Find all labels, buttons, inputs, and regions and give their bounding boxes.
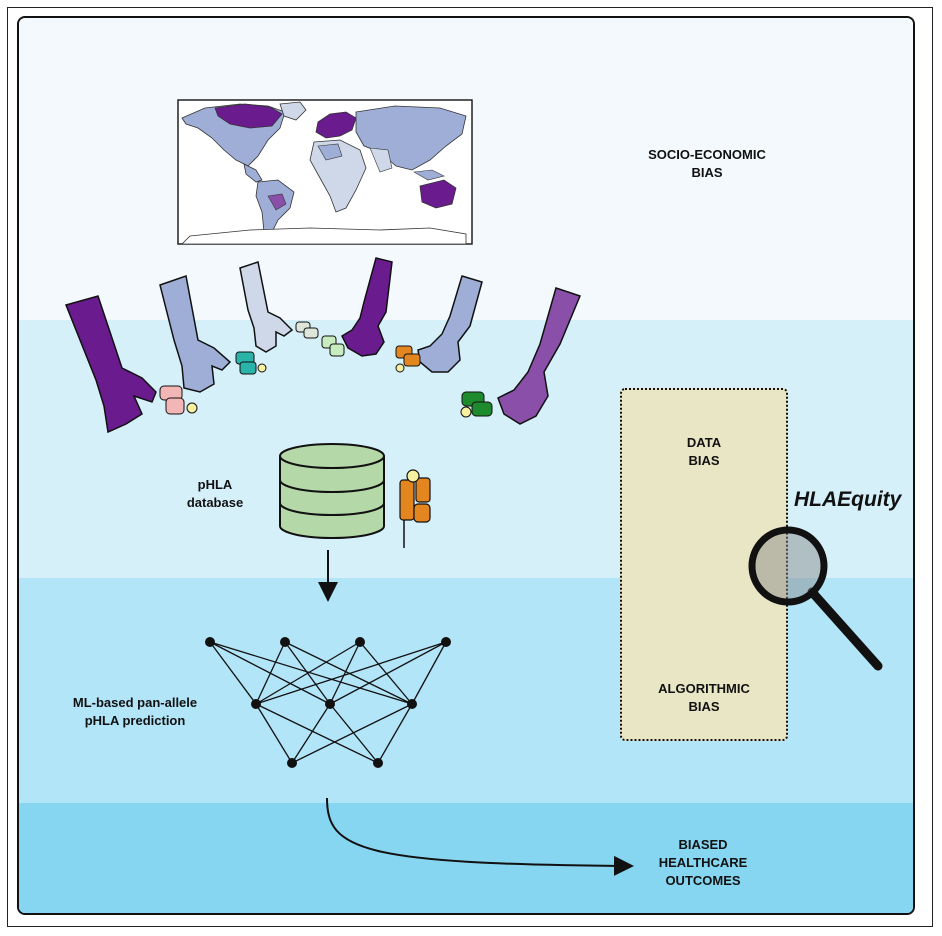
arrow-network-to-outcomes: [326, 797, 634, 876]
socio-economic-bias-label: SOCIO-ECONOMIC BIAS: [648, 147, 766, 180]
magnifying-glass-icon: [748, 526, 883, 671]
world-map-icon: [177, 99, 473, 245]
biased-outcomes-label: BIASED HEALTHCARE OUTCOMES: [658, 837, 748, 888]
data-bias-label: DATA BIAS: [686, 435, 722, 468]
hlaequity-title: HLAEquity: [794, 488, 902, 511]
hla-molecule-icon: [395, 345, 421, 373]
phla-database-label: pHLA database: [186, 477, 244, 510]
hla-molecule-icon: [159, 385, 198, 415]
ml-prediction-label: ML-based pan-allele pHLA prediction: [72, 695, 198, 728]
hla-molecule-icon: [460, 391, 493, 418]
hla-molecule-icon: [321, 335, 345, 357]
hla-molecule-icon: [235, 351, 267, 375]
bias-box: [620, 388, 788, 741]
algorithmic-bias-label: ALGORITHMIC BIAS: [658, 681, 750, 714]
hand-icon: [64, 257, 582, 434]
hla-molecule-icon: [399, 469, 431, 548]
band-outcomes: [19, 803, 913, 913]
neural-network-icon: [205, 637, 451, 768]
database-icon: [279, 443, 385, 539]
hla-molecule-icon: [295, 321, 319, 339]
